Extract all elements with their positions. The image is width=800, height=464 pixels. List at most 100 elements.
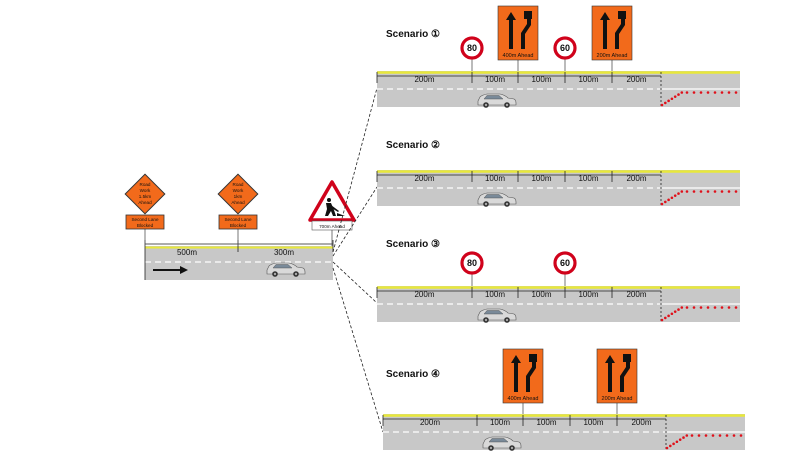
scenario-1-distance: 100m bbox=[485, 75, 505, 84]
cone-icon bbox=[699, 306, 703, 309]
cone-icon bbox=[699, 190, 703, 193]
warning-sign-plate: 700m Ahead bbox=[319, 224, 345, 229]
merge-arrow-icon bbox=[526, 362, 536, 392]
sign-1-plate-line-1: Second Lane bbox=[131, 217, 159, 222]
speed-limit-sign-60: 60 bbox=[553, 36, 577, 71]
scenario-title-1: Scenario ① bbox=[386, 29, 440, 40]
cone-icon bbox=[680, 190, 684, 193]
scenario-4-distance: 200m bbox=[420, 418, 440, 427]
cone-icon bbox=[682, 436, 685, 439]
cone-icon bbox=[739, 434, 743, 437]
merge-arrow-icon bbox=[615, 19, 625, 49]
cone-icon bbox=[672, 442, 675, 446]
sign-2-plate bbox=[218, 214, 258, 230]
cone-icon bbox=[713, 91, 717, 94]
cone-icon bbox=[734, 190, 738, 193]
road-work-sign-1: Road Work 1.5km Ahead Second Lane Blocke… bbox=[124, 173, 166, 246]
sign-2-line-2: Work bbox=[233, 188, 244, 193]
approach-road bbox=[145, 246, 333, 280]
sign-1-line-4: Ahead bbox=[138, 200, 152, 205]
scenario-1-distance: 200m bbox=[626, 75, 646, 84]
scenario-3-distance: 100m bbox=[485, 290, 505, 299]
lane-sign-plate: 400m Ahead bbox=[508, 396, 539, 402]
sign-1-line-1: Road bbox=[140, 182, 151, 187]
up-arrow-icon bbox=[511, 355, 521, 392]
cone-icon bbox=[664, 316, 667, 320]
cone-icon bbox=[727, 306, 731, 309]
cone-icon bbox=[713, 306, 717, 309]
scenario-3-distance: 100m bbox=[578, 290, 598, 299]
cone-icon bbox=[667, 198, 670, 202]
scenario-title-3: Scenario ③ bbox=[386, 239, 440, 250]
cone-icon bbox=[664, 101, 667, 105]
scenario-title-4: Scenario ④ bbox=[386, 369, 440, 380]
sign-2-plate-line-2: Blocked bbox=[230, 223, 247, 228]
merge-arrow-icon bbox=[521, 19, 531, 49]
cone-icon bbox=[677, 192, 680, 195]
cone-icon bbox=[660, 202, 664, 206]
cone-icon bbox=[706, 91, 710, 94]
scenario-4-distance: 100m bbox=[490, 418, 510, 427]
connector-4 bbox=[332, 267, 384, 433]
cone-icon bbox=[706, 190, 710, 193]
scenario-4-distance: 100m bbox=[536, 418, 556, 427]
sign-1-plate bbox=[125, 214, 165, 230]
cone-icon bbox=[667, 99, 670, 103]
sign-1-line-3: 1.5km bbox=[139, 194, 152, 199]
cone-icon bbox=[713, 190, 717, 193]
cone-icon bbox=[727, 190, 731, 193]
cone-icon bbox=[690, 434, 694, 437]
scenario-1-distance: 100m bbox=[578, 75, 598, 84]
cone-icon bbox=[685, 91, 689, 94]
lane-end-block-icon bbox=[524, 11, 532, 19]
scenario-3-distance: 200m bbox=[626, 290, 646, 299]
speed-limit-value: 80 bbox=[467, 258, 477, 268]
cone-icon bbox=[720, 306, 724, 309]
scenario-1-distance: 100m bbox=[531, 75, 551, 84]
cone-icon bbox=[692, 306, 696, 309]
cone-icon bbox=[680, 91, 684, 94]
cone-icon bbox=[711, 434, 715, 437]
cone-icon bbox=[667, 314, 670, 318]
sign-1-line-2: Work bbox=[140, 188, 151, 193]
scenario-2-distance: 200m bbox=[626, 174, 646, 183]
road-work-sign-2: Road Work 1km Ahead Second Lane Blocked bbox=[217, 173, 259, 246]
scenario-4-distance: 100m bbox=[583, 418, 603, 427]
cone-icon bbox=[704, 434, 708, 437]
connector-3 bbox=[332, 261, 378, 304]
scenario-2-distance: 100m bbox=[485, 174, 505, 183]
cone-icon bbox=[720, 190, 724, 193]
cone-icon bbox=[664, 200, 667, 204]
cone-icon bbox=[718, 434, 722, 437]
up-arrow-icon bbox=[506, 12, 516, 49]
scenario-2-distance: 100m bbox=[578, 174, 598, 183]
scenario-title-2: Scenario ② bbox=[386, 140, 440, 151]
scenario-3-distance: 100m bbox=[531, 290, 551, 299]
cone-icon bbox=[673, 95, 677, 98]
sign-2-line-3: 1km bbox=[234, 194, 243, 199]
connector-2 bbox=[332, 186, 378, 257]
cone-icon bbox=[727, 91, 731, 94]
speed-limit-sign-60: 60 bbox=[553, 251, 577, 286]
lane-closure-sign-1: 400m Ahead bbox=[497, 5, 539, 71]
lane-end-block-icon bbox=[618, 11, 626, 19]
cone-icon bbox=[673, 194, 677, 197]
cone-icon bbox=[734, 306, 738, 309]
cone-icon bbox=[732, 434, 736, 437]
cone-icon bbox=[665, 446, 669, 450]
lane-closure-sign-2: 200m Ahead bbox=[591, 5, 633, 71]
cone-icon bbox=[685, 190, 689, 193]
cone-icon bbox=[685, 306, 689, 309]
cone-icon bbox=[685, 434, 689, 437]
cone-icon bbox=[678, 438, 682, 441]
cone-icon bbox=[692, 91, 696, 94]
approach-distance-2: 300m bbox=[274, 248, 294, 257]
approach-distance-1: 500m bbox=[177, 248, 197, 257]
cone-icon bbox=[706, 306, 710, 309]
scenario-2-cones bbox=[660, 190, 738, 206]
sign-2-line-1: Road bbox=[233, 182, 244, 187]
lane-closure-sign-1: 400m Ahead bbox=[502, 348, 544, 414]
